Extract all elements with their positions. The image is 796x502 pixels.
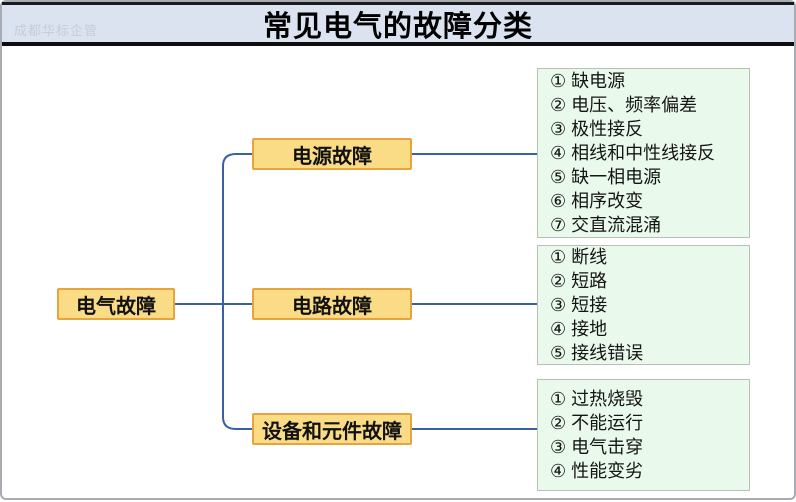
list-item: ③ 极性接反 — [550, 119, 644, 139]
list-item: ④ 性能变劣 — [550, 461, 644, 481]
branch-node-circuit-fault: 电路故障 — [252, 288, 412, 320]
connector-trunk-to-branch1 — [222, 153, 252, 304]
root-node-electrical-fault: 电气故障 — [57, 288, 175, 320]
list-item: ② 电压、频率偏差 — [550, 95, 698, 115]
list-item: ⑤ 缺一相电源 — [550, 167, 662, 187]
branch-node-equipment-component-fault: 设备和元件故障 — [252, 413, 412, 445]
list-item: ③ 短接 — [550, 295, 608, 315]
list-item: ⑤ 接线错误 — [550, 343, 644, 363]
list-item: ① 断线 — [550, 247, 608, 267]
leaf-list-power-supply-fault: ① 缺电源 ② 电压、频率偏差 ③ 极性接反 ④ 相线和中性线接反 ⑤ 缺一相电… — [537, 68, 750, 238]
list-item: ① 缺电源 — [550, 71, 626, 91]
leaf-list-circuit-fault: ① 断线 ② 短路 ③ 短接 ④ 接地 ⑤ 接线错误 — [537, 245, 750, 365]
branch-node-power-supply-fault: 电源故障 — [252, 138, 412, 170]
list-item: ⑥ 相序改变 — [550, 191, 644, 211]
watermark-text: 成都华标企管 — [14, 23, 99, 38]
leaf-list-equipment-component-fault: ① 过热烧毁 ② 不能运行 ③ 电气击穿 ④ 性能变劣 — [537, 379, 750, 491]
connector-trunk-to-branch3 — [222, 304, 252, 430]
list-item: ④ 接地 — [550, 319, 608, 339]
list-item: ③ 电气击穿 — [550, 437, 644, 457]
list-item: ② 不能运行 — [550, 413, 644, 433]
page-title: 常见电气的故障分类 — [262, 10, 533, 43]
list-item: ② 短路 — [550, 271, 608, 291]
list-item: ⑦ 交直流混涌 — [550, 215, 662, 235]
list-item: ① 过热烧毁 — [550, 389, 644, 409]
title-bar: 成都华标企管 常见电气的故障分类 — [2, 2, 794, 46]
list-item: ④ 相线和中性线接反 — [550, 143, 716, 163]
